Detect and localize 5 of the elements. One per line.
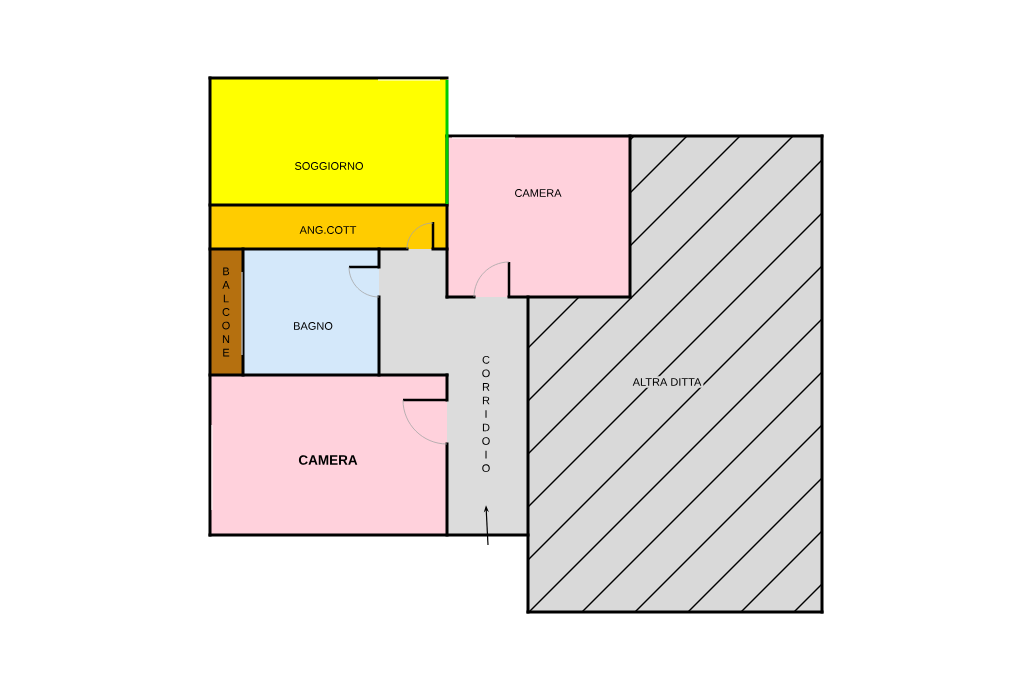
room: CAMERA: [210, 375, 447, 535]
room: BAGNO: [243, 249, 379, 375]
room: CAMERA: [447, 136, 630, 297]
corridor: CORRIDOIO: [379, 249, 528, 535]
room: SOGGIORNO: [210, 78, 447, 205]
